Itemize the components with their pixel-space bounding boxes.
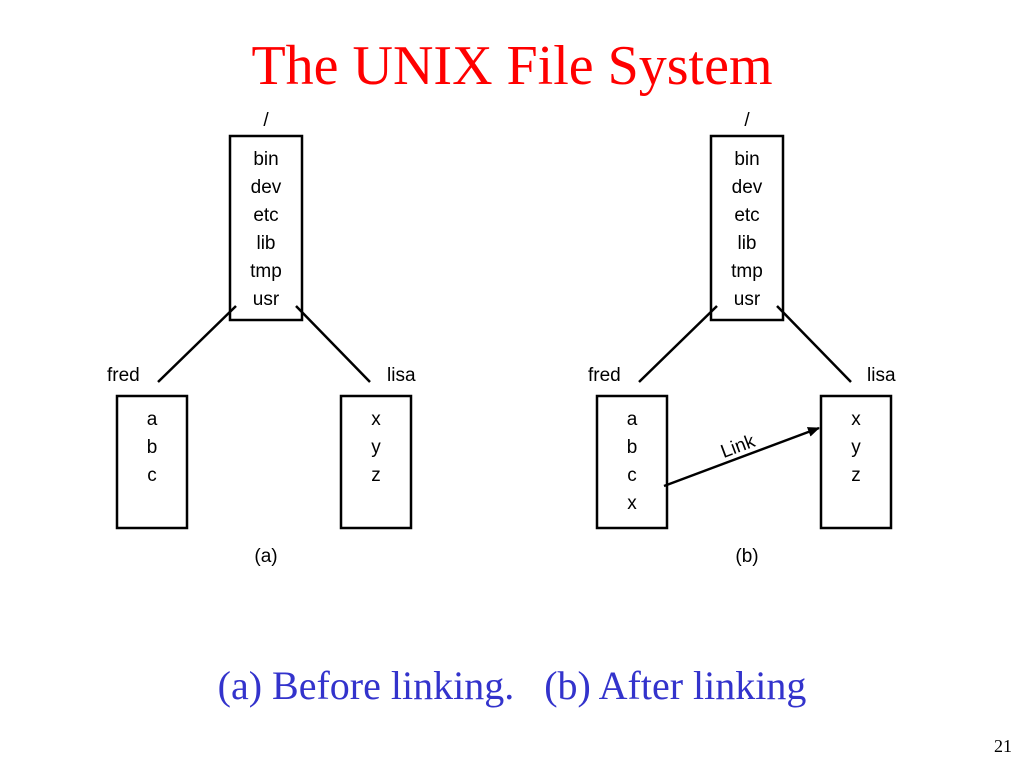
- lisa-dir-label: lisa: [867, 365, 896, 386]
- fred-entry-c: c: [147, 465, 157, 486]
- root-directory-box: [709, 134, 785, 322]
- root-entry-bin: bin: [734, 149, 759, 170]
- root-entry-lib: lib: [256, 233, 275, 254]
- edge-to-fred: [157, 305, 237, 383]
- lisa-entry-y: y: [371, 437, 381, 458]
- root-entry-usr: usr: [734, 289, 761, 310]
- fred-dir-label: fred: [107, 365, 140, 386]
- root-entry-bin: bin: [253, 149, 278, 170]
- panel-a: / bin dev etc lib tmp usr fred lisa a b …: [107, 110, 416, 567]
- root-entry-tmp: tmp: [250, 261, 282, 282]
- fred-entry-b: b: [627, 437, 638, 458]
- root-entry-dev: dev: [251, 177, 282, 198]
- root-label: /: [263, 110, 269, 131]
- panel-label: (a): [254, 546, 277, 567]
- fred-directory-box: [115, 394, 189, 530]
- fred-entry-a: a: [147, 409, 158, 430]
- root-entry-tmp: tmp: [731, 261, 763, 282]
- fred-directory-box: [595, 394, 669, 530]
- fred-entry-a: a: [627, 409, 638, 430]
- edge-to-lisa: [295, 305, 371, 383]
- root-entry-etc: etc: [734, 205, 759, 226]
- lisa-entry-x: x: [851, 409, 861, 430]
- lisa-directory-box: [819, 394, 893, 530]
- panel-b: / bin dev etc lib tmp usr fred lisa a b …: [588, 110, 896, 567]
- panel-label: (b): [735, 546, 758, 567]
- lisa-entry-y: y: [851, 437, 861, 458]
- root-entry-usr: usr: [253, 289, 280, 310]
- lisa-directory-box: [339, 394, 413, 530]
- edge-to-lisa: [776, 305, 852, 383]
- lisa-entry-x: x: [371, 409, 381, 430]
- root-directory-box: [228, 134, 304, 322]
- root-entry-dev: dev: [732, 177, 763, 198]
- fred-entry-x: x: [627, 493, 637, 514]
- fred-entry-b: b: [147, 437, 158, 458]
- fred-entry-c: c: [627, 465, 637, 486]
- edge-to-fred: [638, 305, 718, 383]
- lisa-entry-z: z: [371, 465, 381, 486]
- lisa-dir-label: lisa: [387, 365, 416, 386]
- page-number: 21: [994, 736, 1012, 756]
- figure-caption: (a) Before linking. (b) After linking: [217, 663, 807, 708]
- fred-dir-label: fred: [588, 365, 621, 386]
- root-entry-lib: lib: [737, 233, 756, 254]
- root-label: /: [744, 110, 750, 131]
- link-arrow: [663, 426, 820, 488]
- lisa-entry-z: z: [851, 465, 861, 486]
- slide-title: The UNIX File System: [251, 35, 773, 97]
- root-entry-etc: etc: [253, 205, 278, 226]
